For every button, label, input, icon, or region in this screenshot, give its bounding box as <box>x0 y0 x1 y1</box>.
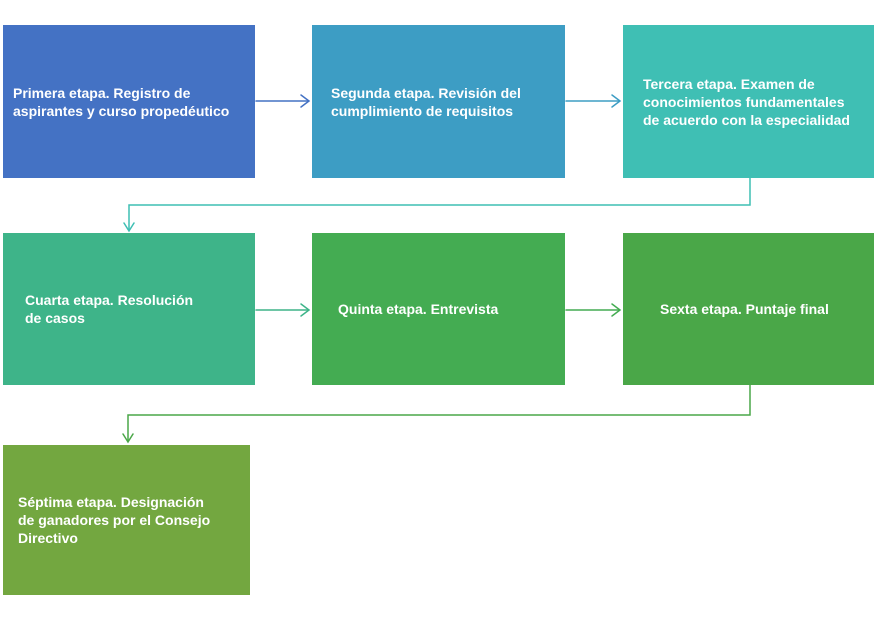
flow-node-septima-etapa: Séptima etapa. Designación de ganadores … <box>3 445 250 595</box>
arrowhead-icon <box>300 303 311 317</box>
flow-node-tercera-etapa: Tercera etapa. Examen de conocimientos f… <box>623 25 874 178</box>
arrow-etapa6-etapa7 <box>122 384 751 444</box>
arrowhead-icon <box>611 94 622 108</box>
arrow-etapa2-etapa3 <box>565 94 622 108</box>
arrow-etapa4-etapa5 <box>255 303 311 317</box>
flow-node-segunda-etapa: Segunda etapa. Revisión del cumplimiento… <box>312 25 565 178</box>
arrow-etapa3-etapa4 <box>123 177 751 233</box>
flow-node-quinta-etapa: Quinta etapa. Entrevista <box>312 233 565 385</box>
arrow-etapa5-etapa6 <box>565 303 622 317</box>
arrow-etapa1-etapa2 <box>255 94 311 108</box>
arrowhead-icon <box>611 303 622 317</box>
arrowhead-icon <box>122 433 134 444</box>
flow-node-cuarta-etapa: Cuarta etapa. Resolución de casos <box>3 233 255 385</box>
arrowhead-icon <box>300 94 311 108</box>
flow-node-sexta-etapa: Sexta etapa. Puntaje final <box>623 233 874 385</box>
flow-node-primera-etapa: Primera etapa. Registro de aspirantes y … <box>3 25 255 178</box>
arrowhead-icon <box>123 222 135 233</box>
